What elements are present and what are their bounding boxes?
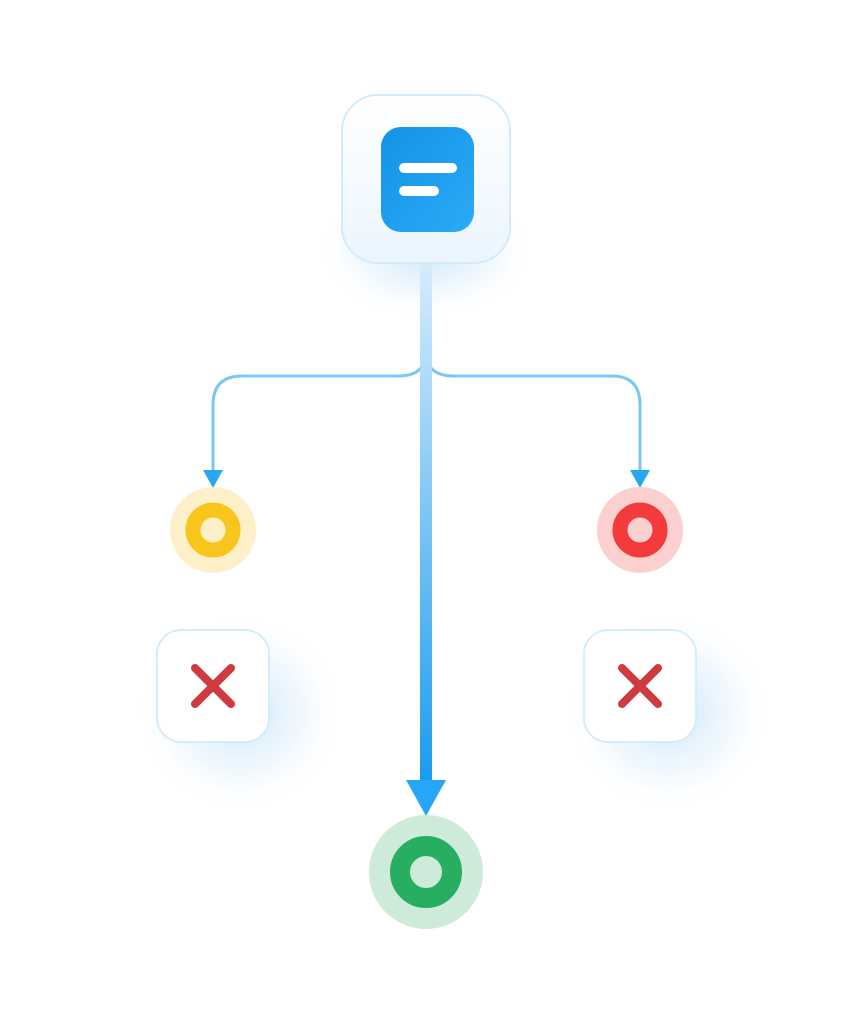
ring-icon	[170, 487, 256, 573]
connector-left	[211, 351, 428, 472]
arrowhead-left	[203, 470, 223, 488]
success-ring	[390, 836, 462, 908]
error-ring	[612, 502, 668, 558]
source-node[interactable]	[341, 94, 511, 264]
ring-icon	[597, 487, 683, 573]
close-icon	[618, 664, 662, 708]
arrowhead-right	[630, 470, 650, 488]
text-lines-icon	[381, 127, 474, 232]
connectors	[203, 262, 650, 816]
close-icon	[191, 664, 235, 708]
error-halo	[597, 487, 683, 573]
warning-ring	[185, 502, 241, 558]
branch-center	[369, 815, 483, 929]
branch-right	[583, 487, 697, 743]
result-card-left[interactable]	[156, 629, 270, 743]
ring-icon	[369, 815, 483, 929]
warning-halo	[170, 487, 256, 573]
arrowhead-center	[406, 780, 446, 816]
result-card-right[interactable]	[583, 629, 697, 743]
connector-right	[424, 351, 642, 472]
branch-left	[156, 487, 270, 743]
connector-trunk	[420, 262, 432, 784]
success-halo	[369, 815, 483, 929]
